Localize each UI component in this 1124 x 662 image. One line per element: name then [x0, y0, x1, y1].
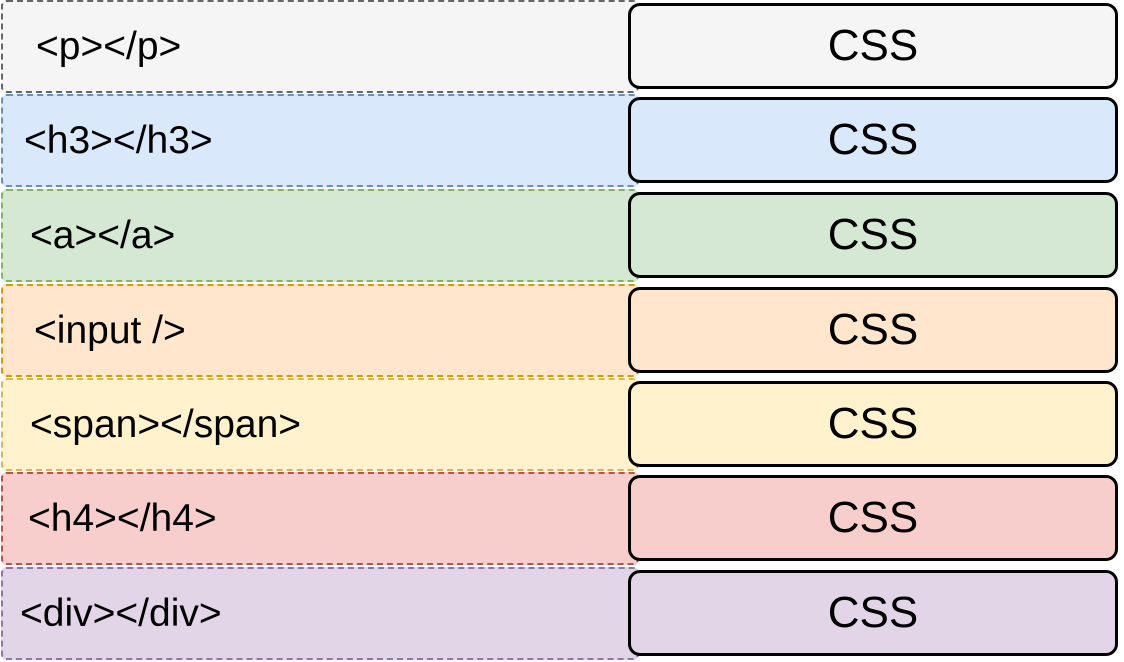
element-band-a: [1, 189, 639, 282]
row-div: <div></div> CSS: [0, 567, 1124, 662]
element-label-h4: <h4></h4>: [28, 497, 217, 540]
css-box-p: CSS: [628, 3, 1118, 89]
element-band-h4: [1, 472, 639, 565]
element-label-input: <input />: [34, 309, 186, 352]
element-label-span: <span></span>: [30, 403, 302, 446]
element-band-h3: [1, 94, 639, 187]
row-span: <span></span> CSS: [0, 378, 1124, 473]
css-box-div: CSS: [628, 570, 1118, 656]
element-label-a: <a></a>: [30, 214, 176, 257]
row-input: <input /> CSS: [0, 284, 1124, 379]
element-band-span: [1, 378, 639, 471]
row-h4: <h4></h4> CSS: [0, 472, 1124, 567]
element-label-h3: <h3></h3>: [24, 119, 213, 162]
css-box-input: CSS: [628, 287, 1118, 373]
css-box-a: CSS: [628, 192, 1118, 278]
element-band-p: [1, 0, 639, 93]
css-box-span: CSS: [628, 381, 1118, 467]
row-h3: <h3></h3> CSS: [0, 94, 1124, 189]
css-box-h3: CSS: [628, 97, 1118, 183]
element-label-div: <div></div>: [20, 592, 222, 635]
row-a: <a></a> CSS: [0, 189, 1124, 284]
element-band-div: [1, 567, 639, 660]
element-label-p: <p></p>: [36, 25, 182, 68]
element-band-input: [1, 284, 639, 377]
css-box-h4: CSS: [628, 475, 1118, 561]
row-p: <p></p> CSS: [0, 0, 1124, 95]
